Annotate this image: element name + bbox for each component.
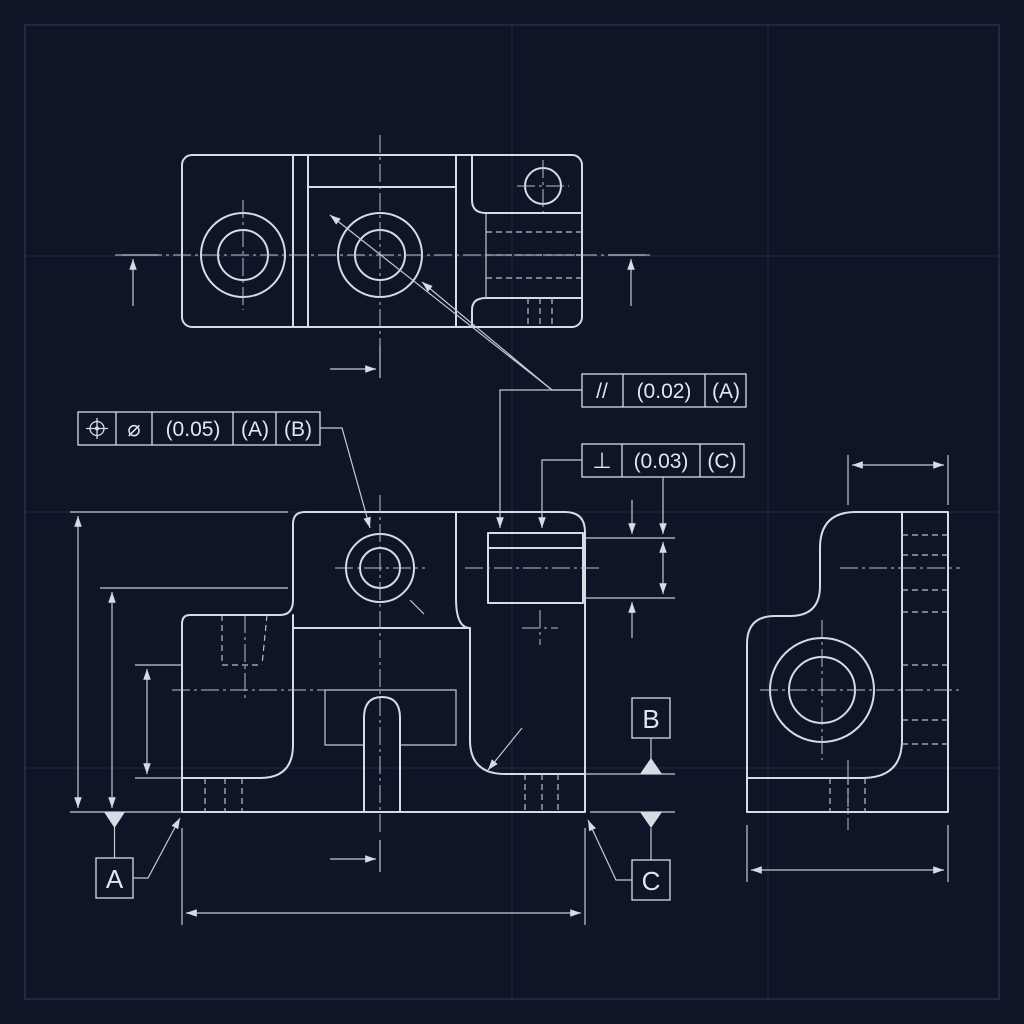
sheet-frame <box>24 24 1000 1000</box>
fcf-parallelism: // (0.02) (A) <box>329 214 747 528</box>
datum-c: C <box>587 812 671 901</box>
datum-c-label: C <box>642 866 661 896</box>
datum-a: A <box>95 812 181 899</box>
position-tolerance: (0.05) <box>166 418 221 441</box>
section-arrows <box>122 254 645 872</box>
front-view <box>172 495 600 835</box>
position-datum-a: (A) <box>241 418 269 441</box>
parallelism-symbol: // <box>596 380 608 403</box>
top-view <box>115 135 650 345</box>
side-view <box>746 511 960 830</box>
parallelism-tolerance: (0.02) <box>637 380 692 403</box>
perpendicularity-symbol: ⊥ <box>592 449 611 474</box>
datum-a-label: A <box>106 864 124 894</box>
datum-b: B <box>631 697 671 774</box>
position-datum-b: (B) <box>284 418 312 441</box>
fcf-perpendicularity: ⊥ (0.03) (C) <box>538 443 745 534</box>
position-icon <box>86 418 108 439</box>
perpendicularity-tolerance: (0.03) <box>634 450 689 473</box>
front-view-dimensions <box>70 500 675 925</box>
side-view-dimensions <box>746 455 949 882</box>
parallelism-datum-a: (A) <box>712 380 740 403</box>
fcf-position: ⌀ (0.05) (A) (B) <box>77 411 371 529</box>
diameter-symbol: ⌀ <box>127 417 140 442</box>
datum-b-label: B <box>642 704 659 734</box>
perpendicularity-datum-c: (C) <box>707 450 736 473</box>
